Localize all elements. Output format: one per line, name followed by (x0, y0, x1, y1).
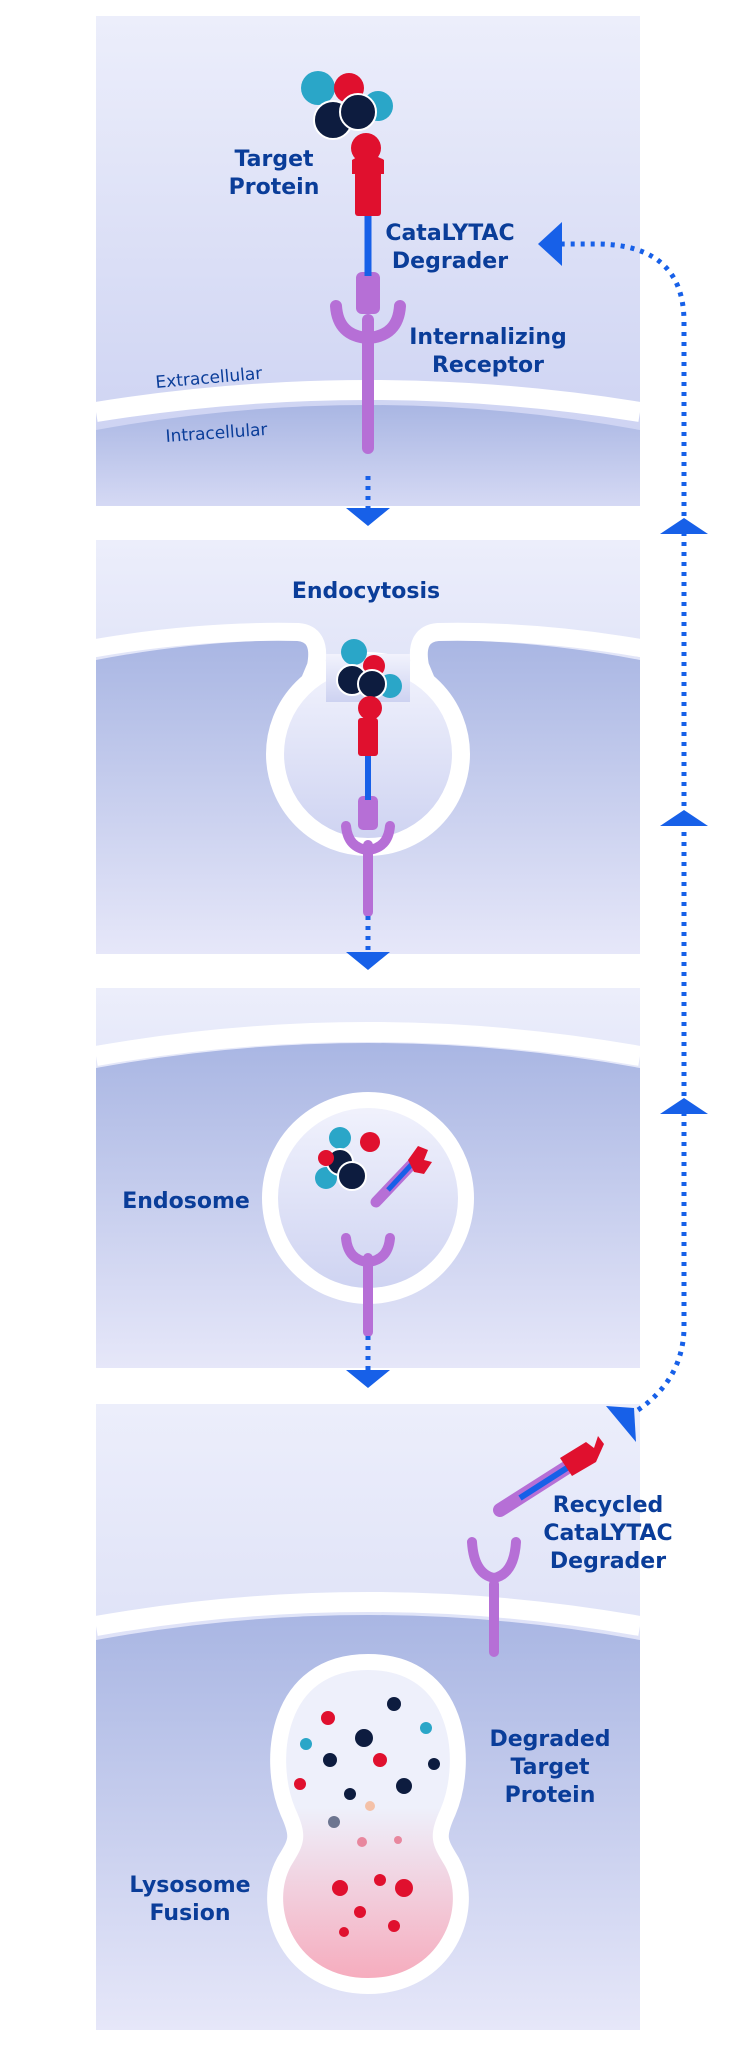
degrader-label: CataLYTAC Degrader (385, 221, 514, 274)
svg-text:Receptor: Receptor (432, 353, 544, 378)
panel-binding: Target Protein CataLYTAC Degrader Intern… (94, 16, 642, 526)
catalytac-degrader (358, 718, 378, 800)
panel-endosome: Endosome (94, 988, 642, 1388)
target-protein (336, 639, 402, 720)
internalizing-receptor (341, 1233, 395, 1337)
recycle-arrowhead-bottom (606, 1406, 636, 1442)
svg-text:Target: Target (234, 147, 314, 172)
svg-text:Degrader: Degrader (550, 1549, 666, 1574)
catalytac-degrader (370, 1146, 432, 1208)
internalizing-receptor (341, 796, 395, 917)
degraded-fragments (294, 1697, 440, 1937)
svg-text:Fusion: Fusion (149, 1901, 230, 1926)
endosome-label: Endosome (122, 1189, 250, 1214)
up-arrow-2 (660, 810, 708, 826)
lysosome (267, 1653, 469, 1995)
degraded-target-label: Degraded Target Protein (489, 1727, 610, 1808)
target-protein (315, 1127, 380, 1191)
internalizing-receptor (467, 1537, 521, 1657)
down-arrow-2 (346, 916, 390, 970)
recycled-degrader (493, 1436, 604, 1517)
target-protein (301, 71, 393, 174)
svg-text:Lysosome: Lysosome (129, 1873, 250, 1898)
svg-text:Recycled: Recycled (553, 1493, 664, 1518)
down-arrow-1 (346, 476, 390, 526)
svg-text:Target: Target (510, 1755, 590, 1780)
recycling-path (538, 222, 708, 1442)
svg-text:CataLYTAC: CataLYTAC (385, 221, 514, 246)
down-arrow-3 (346, 1336, 390, 1388)
lysosome-fusion-label: Lysosome Fusion (129, 1873, 250, 1926)
target-protein-label: Target Protein (229, 147, 320, 200)
svg-text:Protein: Protein (229, 175, 320, 200)
svg-text:Degraded: Degraded (489, 1727, 610, 1752)
svg-text:Degrader: Degrader (392, 249, 508, 274)
recycle-arrowhead-top (538, 222, 562, 266)
svg-text:Internalizing: Internalizing (409, 325, 566, 350)
endocytosis-label: Endocytosis (292, 579, 440, 604)
recycled-degrader-label: Recycled CataLYTAC Degrader (543, 1493, 672, 1574)
panel-endocytosis: Endocytosis (87, 540, 649, 970)
cell-membrane (94, 1592, 642, 1636)
up-arrow-1 (660, 518, 708, 534)
cell-membrane (94, 1022, 642, 1066)
svg-text:CataLYTAC: CataLYTAC (543, 1521, 672, 1546)
receptor-label: Internalizing Receptor (409, 325, 566, 378)
internalizing-receptor (330, 300, 406, 454)
svg-text:Protein: Protein (505, 1783, 596, 1808)
up-arrow-3 (660, 1098, 708, 1114)
catalytac-degrader (355, 170, 381, 314)
intracellular-region (96, 405, 640, 506)
panel-lysosome: Recycled CataLYTAC Degrader Degraded Tar… (94, 1404, 673, 2030)
